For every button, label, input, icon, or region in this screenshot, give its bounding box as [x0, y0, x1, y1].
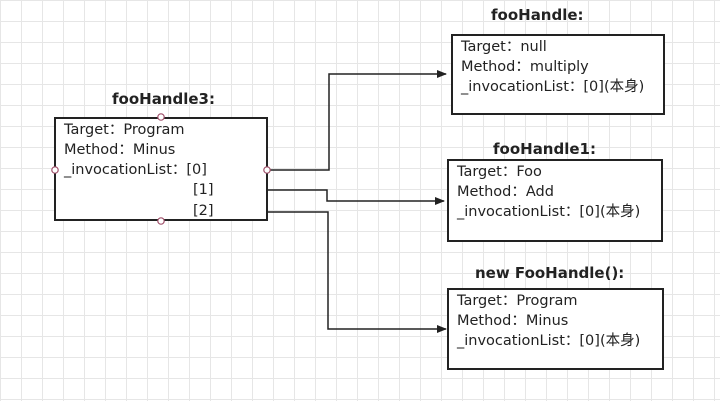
foohandle1-method: Method：Add	[457, 184, 554, 200]
invocation-index-2: [2]	[193, 203, 214, 219]
foohandle-method: Method：multiply	[461, 59, 589, 75]
handle-top[interactable]	[157, 113, 165, 121]
foohandle-invocation-list: _invocationList：[0](本身)	[461, 79, 645, 95]
new-foohandle-invocation-list: _invocationList：[0](本身)	[457, 333, 641, 349]
arrow-to-foohandle	[267, 70, 447, 171]
source-node[interactable]: Target：Program Method：Minus _invocationL…	[54, 117, 268, 221]
foohandle-target: Target：null	[461, 39, 547, 55]
source-target: Target：Program	[64, 122, 185, 138]
invocation-index-1: [1]	[193, 182, 214, 198]
foohandle-node[interactable]: Target：null Method：multiply _invocationL…	[451, 34, 665, 115]
foohandle-title: fooHandle:	[491, 6, 584, 24]
source-title: fooHandle3:	[112, 90, 215, 108]
source-method: Method：Minus	[64, 142, 176, 158]
foohandle1-node[interactable]: Target：Foo Method：Add _invocationList：[0…	[447, 159, 663, 242]
new-foohandle-node[interactable]: Target：Program Method：Minus _invocationL…	[447, 288, 664, 370]
arrow-to-foohandle1	[212, 189, 445, 205]
foohandle1-target: Target：Foo	[457, 164, 542, 180]
arrow-to-new-foohandle	[212, 211, 447, 333]
source-invocation-list: _invocationList：[0]	[64, 162, 207, 178]
handle-right[interactable]	[263, 166, 271, 174]
foohandle1-invocation-list: _invocationList：[0](本身)	[457, 204, 641, 220]
new-foohandle-method: Method：Minus	[457, 313, 569, 329]
new-foohandle-target: Target：Program	[457, 293, 578, 309]
handle-bottom[interactable]	[157, 217, 165, 225]
new-foohandle-title: new FooHandle():	[475, 264, 625, 282]
foohandle1-title: fooHandle1:	[493, 140, 596, 158]
handle-left[interactable]	[51, 166, 59, 174]
